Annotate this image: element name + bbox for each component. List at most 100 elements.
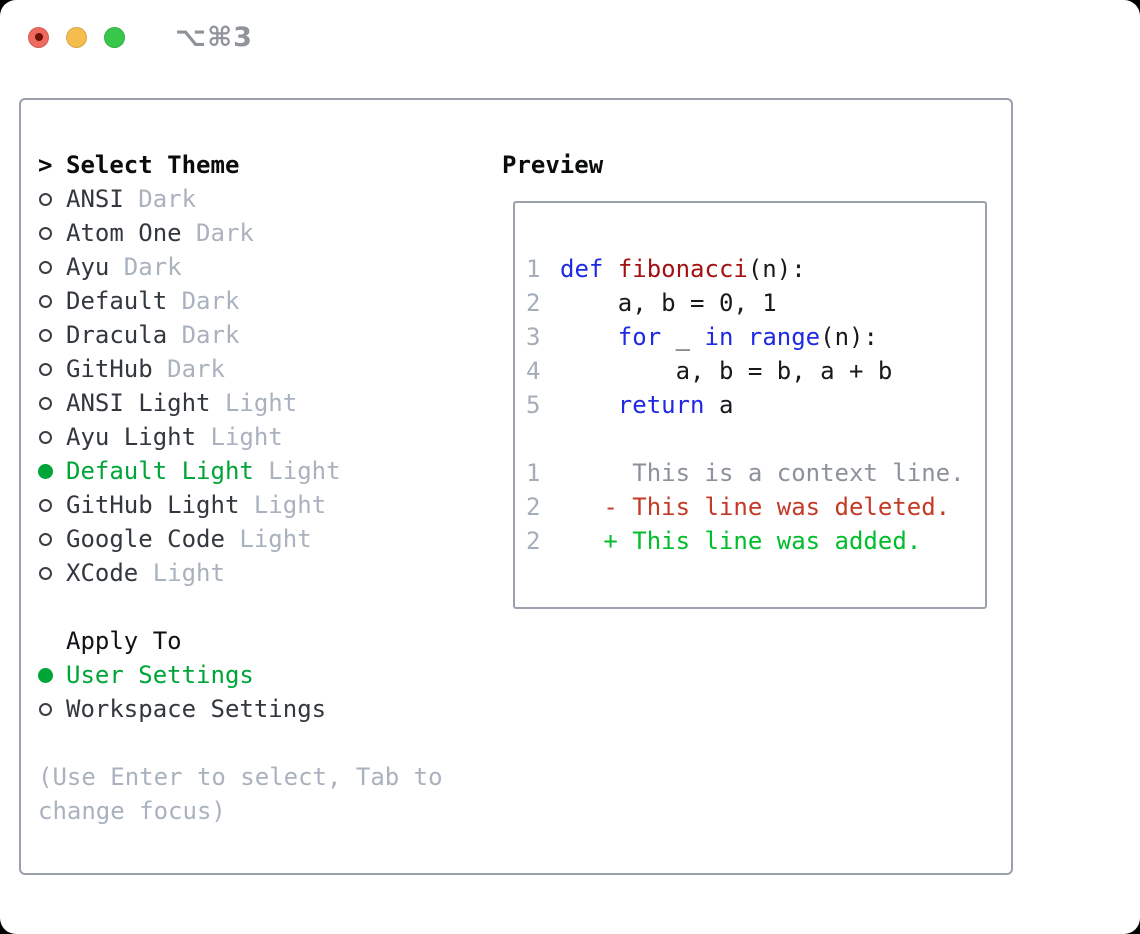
diff-text: This is a context line. bbox=[560, 459, 965, 487]
option-label: Default bbox=[66, 287, 168, 315]
code-token-fn: fibonacci bbox=[617, 255, 748, 283]
option-label: GitHub bbox=[66, 355, 153, 383]
hint-line-1: (Use Enter to select, Tab to bbox=[38, 763, 443, 791]
option-tag: Dark bbox=[109, 253, 182, 281]
radio-icon bbox=[39, 430, 52, 444]
apply-to-header-row: Apply To bbox=[38, 624, 443, 658]
code-token-pl bbox=[560, 320, 618, 354]
option-tag: Dark bbox=[181, 219, 254, 247]
radio-icon bbox=[39, 294, 52, 308]
code-token-pl bbox=[560, 388, 618, 422]
theme-item-default-light[interactable]: Default Light Light bbox=[38, 454, 443, 488]
line-number: 3 bbox=[526, 323, 541, 351]
option-label: Workspace Settings bbox=[66, 695, 327, 723]
radio-icon bbox=[39, 226, 52, 240]
code-line: 1 def fibonacci(n): bbox=[526, 252, 985, 286]
theme-item-ansi-light[interactable]: ANSI Light Light bbox=[38, 386, 443, 420]
theme-picker-header: Select Theme bbox=[66, 151, 240, 179]
theme-item-default[interactable]: Default Dark bbox=[38, 284, 443, 318]
diff-line-added: 2 + This line was added. bbox=[526, 524, 985, 558]
option-label: Ayu bbox=[66, 253, 110, 281]
radio-icon bbox=[39, 396, 52, 410]
theme-item-xcode[interactable]: XCode Light bbox=[38, 556, 443, 590]
line-number: 4 bbox=[526, 357, 541, 385]
theme-item-github[interactable]: GitHub Dark bbox=[38, 352, 443, 386]
diff-line-context: 1 This is a context line. bbox=[526, 456, 985, 490]
option-tag: Light bbox=[210, 389, 298, 417]
option-tag: Dark bbox=[123, 185, 197, 213]
code-token-pl: (n): bbox=[820, 323, 878, 351]
zoom-button[interactable] bbox=[104, 26, 125, 48]
theme-item-atom-one[interactable]: Atom One Dark bbox=[38, 216, 443, 250]
code-line: 2 a, b = 0, 1 bbox=[526, 286, 985, 320]
option-tag: Light bbox=[253, 457, 341, 485]
option-tag: Light bbox=[224, 525, 312, 553]
code-token-kw: return bbox=[617, 391, 705, 419]
code-token-kw: def bbox=[560, 255, 604, 283]
theme-item-github-light[interactable]: GitHub Light Light bbox=[38, 488, 443, 522]
radio-icon bbox=[39, 532, 52, 546]
window-shortcut-label: ⌥⌘3 bbox=[175, 21, 253, 53]
minimize-button[interactable] bbox=[66, 26, 87, 48]
code-token-kw: for bbox=[617, 323, 662, 351]
option-label: GitHub Light bbox=[66, 491, 240, 519]
theme-picker-header-row: > Select Theme bbox=[38, 148, 443, 182]
radio-icon bbox=[39, 328, 52, 342]
option-tag: Dark bbox=[167, 321, 240, 349]
theme-item-ayu-light[interactable]: Ayu Light Light bbox=[38, 420, 443, 454]
option-label: Google Code bbox=[66, 525, 225, 553]
code-token-pl: (n): bbox=[747, 255, 806, 283]
radio-icon bbox=[39, 702, 52, 716]
line-number: 2 bbox=[526, 493, 541, 521]
option-label: Ayu Light bbox=[66, 423, 197, 451]
code-token-kw: in bbox=[704, 323, 734, 351]
cursor-icon: > bbox=[38, 151, 53, 179]
option-tag: Dark bbox=[152, 355, 225, 383]
titlebar: ⌥⌘3 bbox=[28, 22, 253, 53]
option-label: Dracula bbox=[66, 321, 168, 349]
theme-item-google-code[interactable]: Google Code Light bbox=[38, 522, 443, 556]
line-number: 2 bbox=[526, 289, 541, 317]
radio-icon bbox=[39, 362, 52, 376]
option-tag: Light bbox=[196, 423, 283, 451]
option-tag: Light bbox=[239, 491, 327, 519]
theme-item-ayu[interactable]: Ayu Dark bbox=[38, 250, 443, 284]
line-number: 2 bbox=[526, 527, 541, 555]
code-line: 5 return a bbox=[526, 388, 985, 422]
line-number: 5 bbox=[526, 391, 541, 419]
option-label: ANSI bbox=[66, 185, 124, 213]
code-token-pl: _ bbox=[661, 323, 705, 351]
radio-icon bbox=[39, 260, 52, 274]
code-token-pl bbox=[603, 252, 617, 286]
code-token-pl: a, b = 0, 1 bbox=[560, 289, 777, 317]
option-label: ANSI Light bbox=[66, 389, 211, 417]
code-line: 4 a, b = b, a + b bbox=[526, 354, 985, 388]
theme-item-dracula[interactable]: Dracula Dark bbox=[38, 318, 443, 352]
line-number: 1 bbox=[526, 255, 541, 283]
close-button[interactable] bbox=[28, 26, 49, 48]
option-label: XCode bbox=[66, 559, 139, 587]
radio-icon bbox=[39, 192, 52, 206]
apply-option-user-settings[interactable]: User Settings bbox=[38, 658, 443, 692]
code-token-pl bbox=[733, 320, 747, 354]
apply-option-workspace-settings[interactable]: Workspace Settings bbox=[38, 692, 443, 726]
preview-header: Preview bbox=[502, 151, 604, 179]
code-token-pl: a, b = b, a + b bbox=[560, 357, 893, 385]
option-tag: Dark bbox=[167, 287, 240, 315]
blank-line bbox=[526, 422, 985, 456]
line-number: 1 bbox=[526, 459, 541, 487]
diff-text: + This line was added. bbox=[560, 527, 922, 555]
code-token-kw: range bbox=[747, 323, 821, 351]
theme-item-ansi[interactable]: ANSI Dark bbox=[38, 182, 443, 216]
option-label: Default Light bbox=[66, 457, 254, 485]
close-dot-icon bbox=[34, 33, 43, 41]
spacer bbox=[38, 590, 443, 624]
hint-line-2: change focus) bbox=[38, 797, 226, 825]
selected-radio-icon bbox=[38, 463, 53, 479]
diff-text: - This line was deleted. bbox=[560, 493, 951, 521]
